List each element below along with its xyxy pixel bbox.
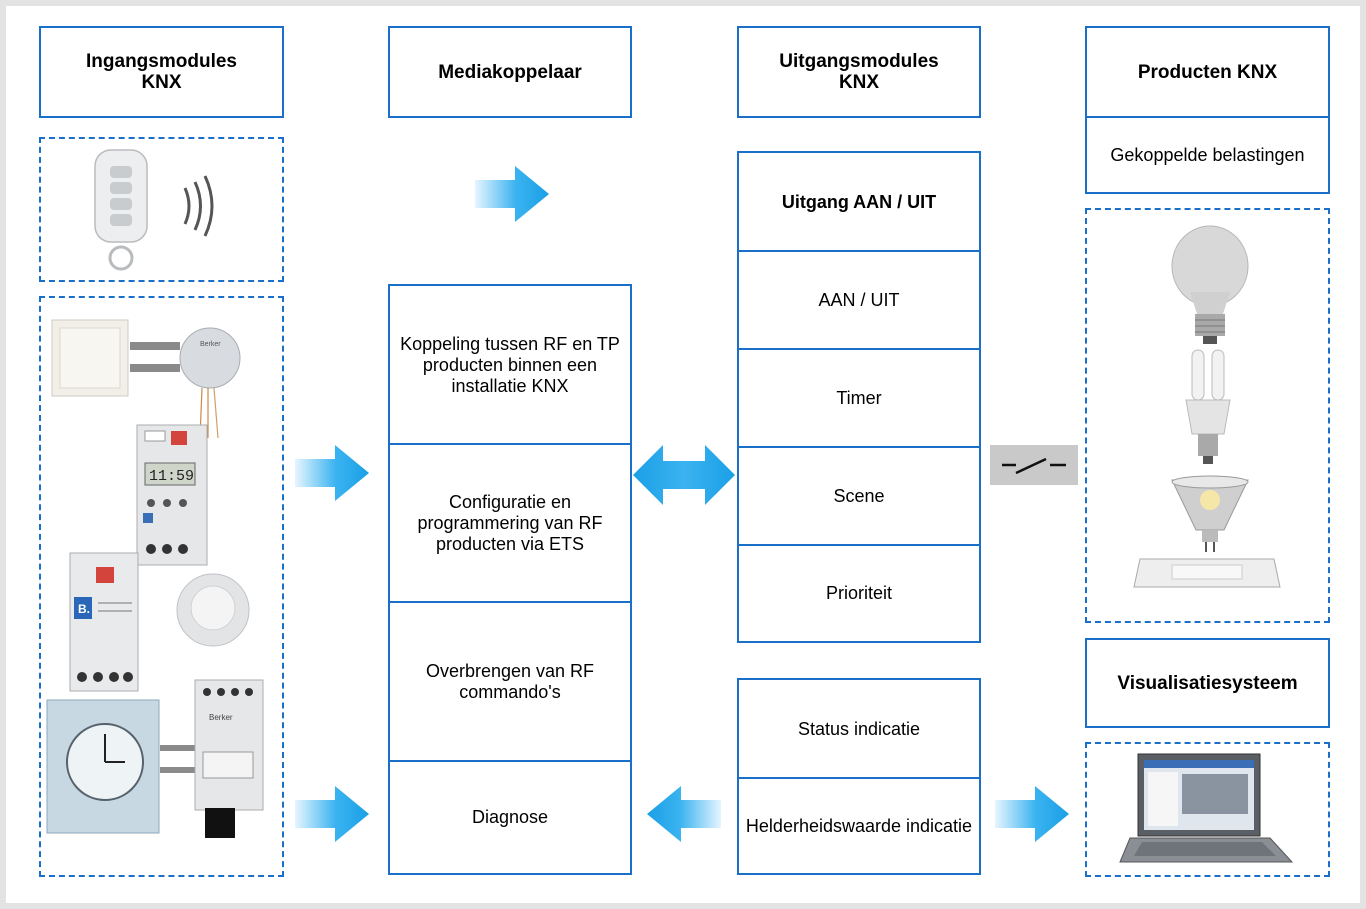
coupler-function-diagnose: Diagnose — [390, 760, 630, 873]
output-status: Status indicatie Helderheidswaarde indic… — [737, 678, 981, 875]
status-indication: Status indicatie — [797, 718, 921, 739]
header-products: Producten KNX — [1085, 26, 1330, 118]
header-media-coupler: Mediakoppelaar — [388, 26, 632, 118]
arrow-to-visualization — [995, 786, 1069, 842]
header-input-modules: Ingangsmodules KNX — [39, 26, 284, 118]
arrow-bidirectional — [633, 445, 735, 505]
visualization-system: Visualisatiesysteem — [1085, 638, 1330, 728]
wall-switch-image: Berker — [51, 319, 241, 439]
header-output-modules: Uitgangsmodules KNX — [737, 26, 981, 118]
output-functions: Uitgang AAN / UIT AAN / UIT Timer Scene … — [737, 151, 981, 643]
remote-control-image — [94, 149, 214, 271]
arrow-remote-right — [475, 166, 549, 222]
motion-sensor-image — [176, 573, 250, 647]
brightness-indication: Helderheidswaarde indicatie — [739, 777, 979, 873]
timer-module-image: 11:59 — [136, 424, 208, 566]
input-devices-panel — [39, 296, 284, 877]
coupler-function-transmission: Overbrengen van RF commando's — [390, 601, 630, 761]
visualization-panel — [1085, 742, 1330, 877]
laptop-icon — [1119, 753, 1294, 863]
module-letter: B. — [78, 602, 90, 616]
time-switch-image — [46, 699, 160, 834]
loads-panel — [1085, 208, 1330, 623]
coupled-loads-label: Gekoppelde belastingen — [1085, 116, 1330, 194]
coupler-functions: Koppeling tussen RF en TP producten binn… — [388, 284, 632, 875]
output-item-on-off: AAN / UIT — [739, 250, 979, 349]
transformer-icon — [1133, 558, 1281, 588]
output-item-timer: Timer — [739, 348, 979, 447]
remote-control-panel — [39, 137, 284, 282]
arrow-inputs-to-coupler — [295, 445, 369, 501]
output-title: Uitgang AAN / UIT — [781, 191, 937, 212]
switch-symbol — [990, 445, 1078, 485]
timer-display: 11:59 — [149, 468, 194, 485]
halogen-spot-icon — [1171, 475, 1249, 552]
brand-label-1: Berker — [200, 341, 221, 348]
brand-label-2: Berker — [209, 713, 233, 722]
output-item-priority: Prioriteit — [739, 544, 979, 641]
coupler-function-coupling: Koppeling tussen RF en TP producten binn… — [400, 333, 620, 396]
coupler-function-configuration: Configuratie en programmering van RF pro… — [390, 443, 630, 602]
cfl-lamp-icon — [1185, 349, 1231, 464]
arrow-status-to-diagnose — [647, 786, 721, 842]
switch-actuator-image: B. — [69, 552, 139, 692]
connector-lines — [160, 745, 196, 773]
interface-module-image: Berker — [194, 679, 264, 838]
arrow-inputs-to-diagnose — [295, 786, 369, 842]
light-bulb-icon — [1171, 225, 1249, 344]
output-item-scene: Scene — [739, 446, 979, 545]
